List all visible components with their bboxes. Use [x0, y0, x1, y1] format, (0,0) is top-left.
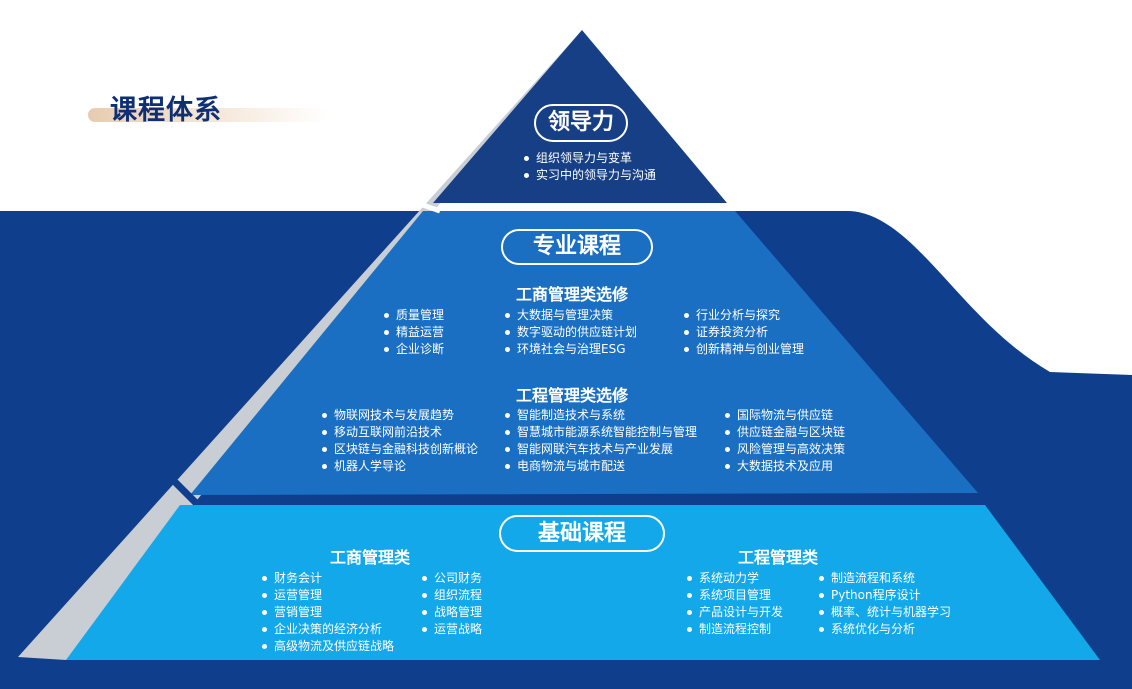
leadership-label: 领导力 [534, 104, 628, 142]
professional-label: 专业课程 [501, 229, 653, 265]
list-item: 物联网技术与发展趋势 [322, 407, 478, 424]
list-item: 机器人学导论 [322, 458, 478, 475]
pyramid-side-gray [18, 30, 582, 660]
business-elective-col3: 行业分析与探究 证券投资分析 创新精神与创业管理 [684, 307, 804, 358]
pyramid-tier-bottom [66, 505, 1100, 660]
list-item: Python程序设计 [819, 587, 951, 604]
list-item: 组织领导力与变革 [524, 150, 656, 167]
list-item: 战略管理 [422, 604, 482, 621]
list-item: 智慧城市能源系统智能控制与管理 [505, 424, 697, 441]
list-item: 供应链金融与区块链 [725, 424, 845, 441]
list-item: 制造流程和系统 [819, 570, 951, 587]
list-item: 高级物流及供应链战略 [262, 638, 394, 655]
foundation-business-col1: 财务会计 运营管理 营销管理 企业决策的经济分析 高级物流及供应链战略 [262, 570, 394, 655]
list-item: 国际物流与供应链 [725, 407, 845, 424]
list-item: 运营战略 [422, 621, 482, 638]
list-item: 证券投资分析 [684, 324, 804, 341]
engineering-elective-col3: 国际物流与供应链 供应链金融与区块链 风险管理与高效决策 大数据技术及应用 [725, 407, 845, 475]
list-item: 环境社会与治理ESG [505, 341, 637, 358]
leadership-list: 组织领导力与变革 实习中的领导力与沟通 [524, 150, 656, 184]
separator-bottom [172, 479, 199, 506]
list-item: 实习中的领导力与沟通 [524, 167, 656, 184]
list-item: 营销管理 [262, 604, 394, 621]
list-item: 电商物流与城市配送 [505, 458, 697, 475]
list-item: 风险管理与高效决策 [725, 441, 845, 458]
engineering-elective-heading: 工程管理类选修 [516, 386, 629, 405]
list-item: 大数据技术及应用 [725, 458, 845, 475]
foundation-engineering-col1: 系统动力学 系统项目管理 产品设计与开发 制造流程控制 [687, 570, 783, 638]
engineering-elective-col1: 物联网技术与发展趋势 移动互联网前沿技术 区块链与金融科技创新概论 机器人学导论 [322, 407, 478, 475]
engineering-elective-col2: 智能制造技术与系统 智慧城市能源系统智能控制与管理 智能网联汽车技术与产业发展 … [505, 407, 697, 475]
foundation-engineering-col2: 制造流程和系统 Python程序设计 概率、统计与机器学习 系统优化与分析 [819, 570, 951, 638]
list-item: 产品设计与开发 [687, 604, 783, 621]
list-item: 组织流程 [422, 587, 482, 604]
page-title: 课程体系 [110, 95, 222, 126]
list-item: 运营管理 [262, 587, 394, 604]
list-item: 数字驱动的供应链计划 [505, 324, 637, 341]
list-item: 概率、统计与机器学习 [819, 604, 951, 621]
foundation-business-heading: 工商管理类 [330, 548, 411, 567]
list-item: 精益运营 [384, 324, 444, 341]
list-item: 行业分析与探究 [684, 307, 804, 324]
list-item: 系统优化与分析 [819, 621, 951, 638]
pyramid-tier-middle [190, 211, 978, 495]
foundation-business-col2: 公司财务 组织流程 战略管理 运营战略 [422, 570, 482, 638]
pyramid-tier-top [433, 30, 727, 203]
list-item: 质量管理 [384, 307, 444, 324]
list-item: 系统项目管理 [687, 587, 783, 604]
foundation-engineering-heading: 工程管理类 [738, 548, 819, 567]
list-item: 系统动力学 [687, 570, 783, 587]
list-item: 智能制造技术与系统 [505, 407, 697, 424]
list-item: 财务会计 [262, 570, 394, 587]
list-item: 移动互联网前沿技术 [322, 424, 478, 441]
title-underline [88, 108, 328, 122]
business-elective-col2: 大数据与管理决策 数字驱动的供应链计划 环境社会与治理ESG [505, 307, 637, 358]
list-item: 制造流程控制 [687, 621, 783, 638]
list-item: 企业决策的经济分析 [262, 621, 394, 638]
separator-top [416, 200, 441, 214]
list-item: 智能网联汽车技术与产业发展 [505, 441, 697, 458]
list-item: 公司财务 [422, 570, 482, 587]
business-elective-heading: 工商管理类选修 [516, 285, 629, 304]
list-item: 大数据与管理决策 [505, 307, 637, 324]
list-item: 企业诊断 [384, 341, 444, 358]
foundation-label: 基础课程 [499, 515, 665, 552]
business-elective-col1: 质量管理 精益运营 企业诊断 [384, 307, 444, 358]
list-item: 创新精神与创业管理 [684, 341, 804, 358]
list-item: 区块链与金融科技创新概论 [322, 441, 478, 458]
